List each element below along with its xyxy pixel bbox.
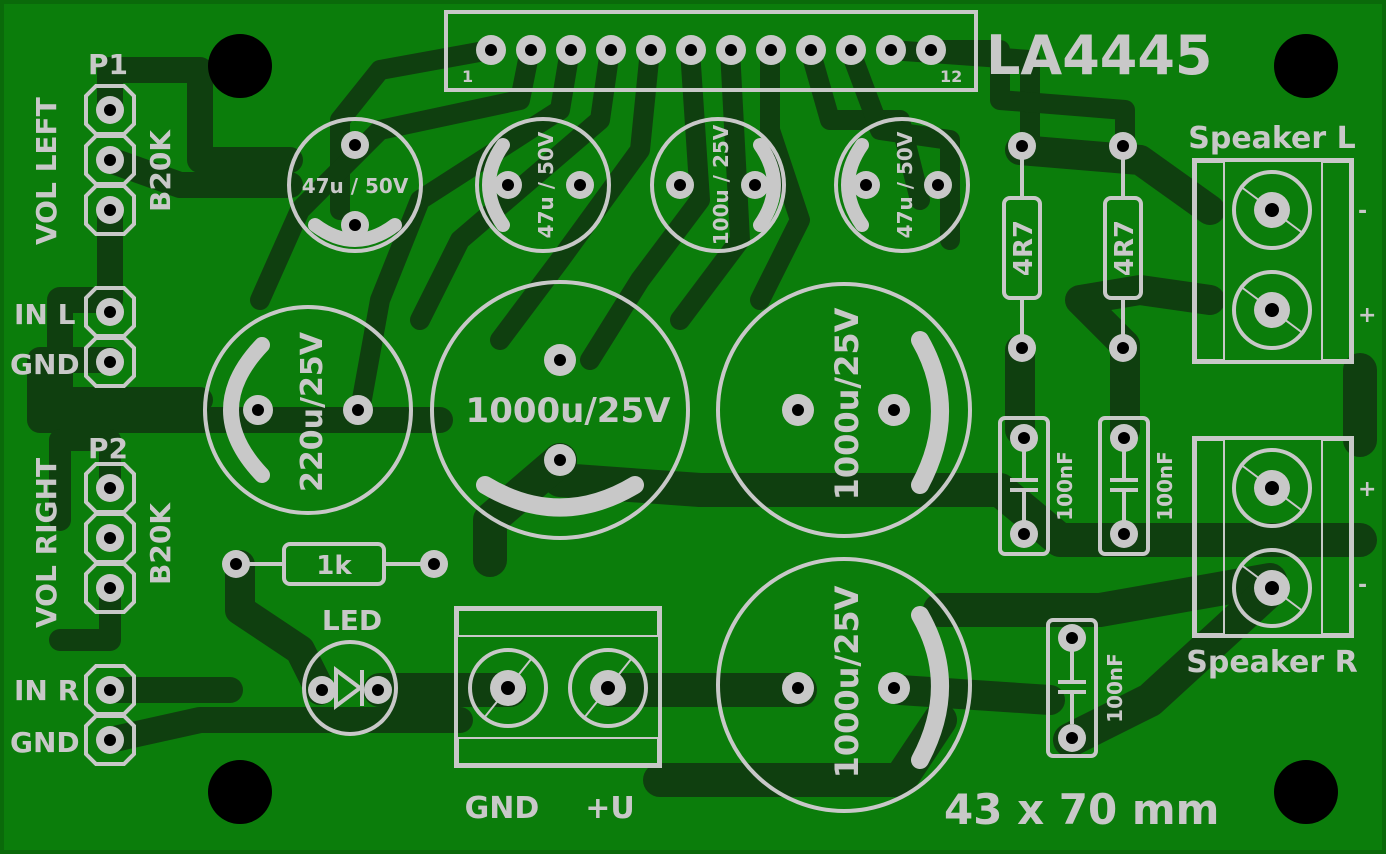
p1-label: P1 [88, 48, 128, 81]
pad-hole [485, 44, 497, 56]
capacitor-100nf-b: 100nF [1098, 416, 1177, 556]
pad-hole [765, 44, 777, 56]
gnd-label-right: GND [10, 726, 80, 759]
pad-hole [925, 44, 937, 56]
capacitor-1000u-c: 1000u/25V [716, 557, 972, 813]
capacitor-47u-a-label: 47u / 50V [302, 174, 409, 198]
speaker-right-minus: - [1358, 573, 1367, 598]
capacitor-47u-b: 47u / 50V [475, 117, 611, 253]
capacitor-1000u-b-label: 1000u/25V [828, 307, 866, 500]
resistor-4r7-b-label: 4R7 [1110, 220, 1140, 276]
header-outline [444, 10, 978, 92]
resistor-4r7-b: 4R7 [1103, 132, 1143, 362]
capacitor-1000u-b: 1000u/25V [716, 282, 972, 538]
power-plus-label: +U [585, 791, 635, 826]
pot-value-right: B20K [144, 502, 177, 585]
pad-hole [645, 44, 657, 56]
led: LED [302, 604, 398, 736]
mounting-hole-bottom-right [1274, 760, 1338, 824]
power-gnd-label: GND [465, 791, 540, 826]
capacitor-100nf-a: 100nF [998, 416, 1077, 556]
capacitor-220u-label: 220u/25V [295, 331, 330, 492]
capacitor-100u-label: 100u / 25V [709, 124, 733, 245]
capacitor-1000u-c-label: 1000u/25V [828, 585, 866, 778]
pot-value-left: B20K [144, 129, 177, 212]
in-r-label: IN R [14, 674, 79, 707]
capacitor-47u-c: 47u / 50V [834, 117, 970, 253]
left-connectors: P1 P2 VOL LEFT VOL RIGHT B20K B20K IN L … [10, 48, 177, 766]
header-connector: 1 12 [444, 10, 978, 92]
header-pin-first: 1 [462, 67, 473, 86]
vol-left-label: VOL LEFT [30, 97, 63, 245]
speaker-left-minus: - [1358, 199, 1367, 224]
resistor-1k: 1k [222, 542, 448, 586]
speaker-terminal-right: Speaker R + - [1186, 436, 1376, 680]
speaker-left-plus: + [1358, 303, 1376, 328]
board-size-label: 43 x 70 mm [944, 785, 1219, 834]
speaker-right-label: Speaker R [1186, 645, 1358, 680]
capacitor-47u-c-label: 47u / 50V [893, 131, 917, 238]
capacitor-100nf-c-label: 100nF [1103, 653, 1127, 723]
gnd-label-left: GND [10, 348, 80, 381]
resistor-1k-label: 1k [316, 551, 352, 581]
pad-hole [565, 44, 577, 56]
p1-pads [84, 84, 136, 236]
capacitor-100nf-a-label: 100nF [1053, 451, 1077, 521]
resistor-4r7-a: 4R7 [1002, 132, 1042, 362]
p2-pads [84, 462, 136, 614]
pad-hole [725, 44, 737, 56]
capacitor-100nf-c: 100nF [1046, 618, 1127, 758]
power-terminal: GND +U [454, 606, 662, 826]
in-l-pads [84, 286, 136, 388]
capacitor-47u-b-label: 47u / 50V [534, 131, 558, 238]
capacitor-47u-a: 47u / 50V [287, 117, 423, 253]
pad-hole [885, 44, 897, 56]
pad-hole [605, 44, 617, 56]
vol-right-label: VOL RIGHT [30, 458, 63, 628]
capacitor-100nf-b-label: 100nF [1153, 451, 1177, 521]
capacitor-1000u-a: 1000u/25V [430, 280, 690, 540]
resistor-4r7-a-label: 4R7 [1009, 220, 1039, 276]
led-label: LED [322, 604, 382, 637]
pad-hole [685, 44, 697, 56]
header-pads [476, 35, 946, 65]
p2-label: P2 [88, 432, 128, 465]
board-title: LA4445 [986, 24, 1213, 87]
in-l-label: IN L [14, 298, 76, 331]
capacitor-1000u-a-label: 1000u/25V [466, 391, 672, 431]
mounting-hole-top-left [208, 34, 272, 98]
pad-hole [845, 44, 857, 56]
speaker-right-plus: + [1358, 477, 1376, 502]
capacitor-100u: 100u / 25V [650, 117, 786, 253]
header-pin-last: 12 [940, 67, 962, 86]
pad-hole [525, 44, 537, 56]
capacitor-220u: 220u/25V [203, 305, 413, 515]
speaker-terminal-left: Speaker L - + [1188, 121, 1376, 364]
mounting-hole-bottom-left [208, 760, 272, 824]
mounting-hole-top-right [1274, 34, 1338, 98]
pad-hole [805, 44, 817, 56]
in-r-pads [84, 664, 136, 766]
speaker-left-label: Speaker L [1188, 121, 1356, 156]
